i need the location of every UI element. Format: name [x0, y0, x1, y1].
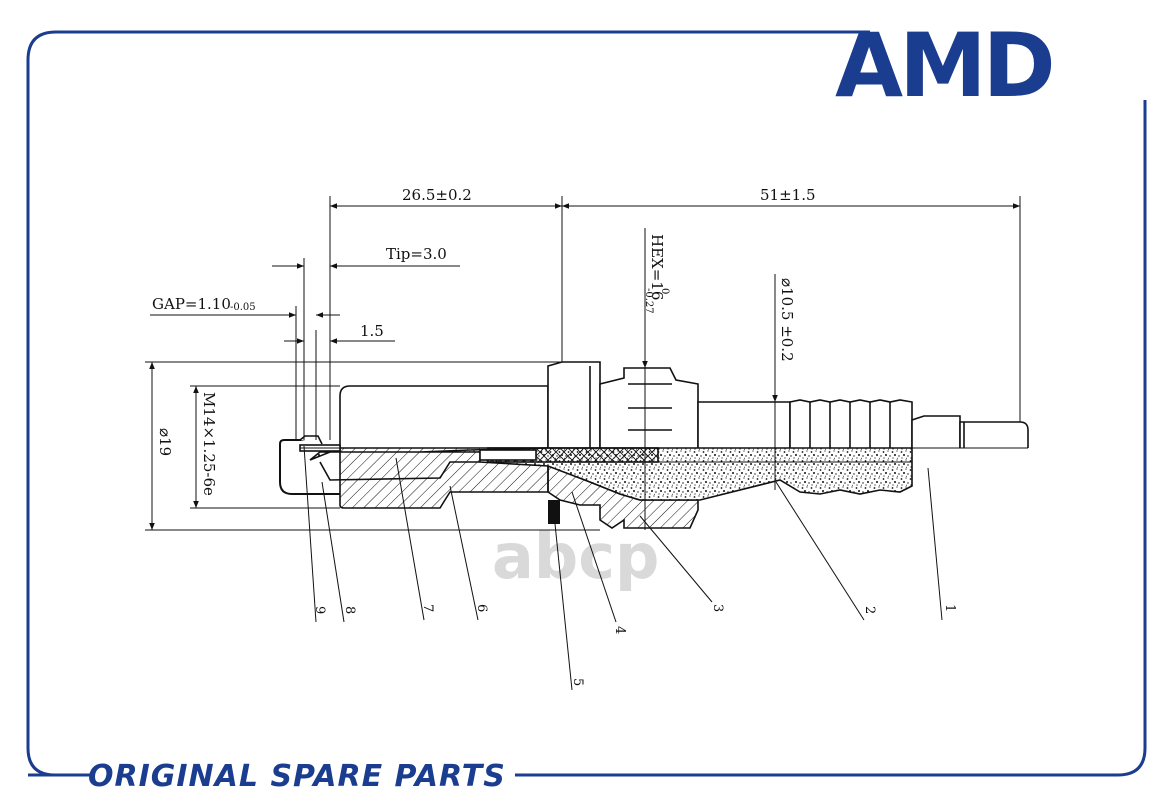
svg-text:8: 8	[342, 606, 357, 614]
callout-2: 2	[862, 606, 877, 614]
watermark: abcp	[492, 520, 659, 593]
callout-5: 5	[570, 678, 585, 686]
callout-4: 4	[612, 626, 627, 634]
svg-text:⌀19: ⌀19	[156, 428, 174, 456]
svg-text:4: 4	[612, 626, 627, 634]
svg-text:HEX=16: HEX=16	[648, 234, 666, 300]
svg-text:6: 6	[474, 604, 489, 612]
svg-text:-0.27: -0.27	[643, 288, 654, 314]
callout-7: 7	[420, 604, 435, 612]
callout-3: 3	[710, 604, 725, 612]
dim-hex: HEX=16 0 -0.27	[643, 234, 670, 314]
svg-text:9: 9	[312, 606, 327, 614]
dimension-lines	[145, 196, 1021, 531]
dim-seat-diameter: ⌀19	[156, 428, 174, 456]
svg-text:⌀10.5 ±0.2: ⌀10.5 ±0.2	[778, 278, 796, 362]
svg-text:2: 2	[862, 606, 877, 614]
callout-8: 8	[342, 606, 357, 614]
footer-slogan: ORIGINAL SPARE PARTS	[88, 759, 506, 794]
svg-text:7: 7	[420, 604, 435, 612]
svg-text:3: 3	[710, 604, 725, 612]
callout-9: 9	[312, 606, 327, 614]
svg-text:AMD: AMD	[835, 14, 1052, 117]
dim-protrusion: 1.5	[360, 322, 384, 340]
callout-6: 6	[474, 604, 489, 612]
dim-overall-length: 51±1.5	[760, 186, 816, 204]
svg-text:0: 0	[659, 288, 670, 294]
svg-text:5: 5	[570, 678, 585, 686]
dim-insert-length: 26.5±0.2	[402, 186, 472, 204]
svg-text:1: 1	[942, 604, 957, 612]
dim-gap: GAP=1.10	[152, 295, 231, 313]
dim-gap-tolerance: -0.05	[230, 302, 256, 313]
callout-1: 1	[942, 604, 957, 612]
svg-text:M14×1.25-6e: M14×1.25-6e	[200, 392, 218, 496]
callout-leaders	[303, 445, 943, 691]
dim-thread: M14×1.25-6e	[200, 392, 218, 496]
dim-insulator-diameter: ⌀10.5 ±0.2	[778, 278, 796, 362]
spark-plug-body	[279, 361, 1029, 529]
dim-tip: Tip=3.0	[386, 245, 447, 263]
amd-logo: AMD	[835, 14, 1056, 117]
